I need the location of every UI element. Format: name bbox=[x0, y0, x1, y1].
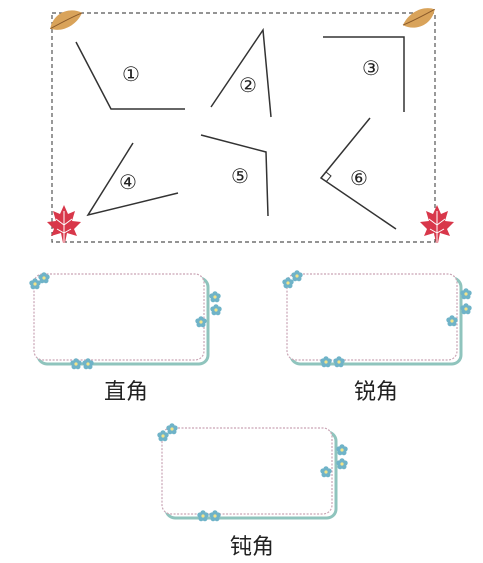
angle-5-lines bbox=[200, 134, 269, 217]
autumn-leaf-icon bbox=[400, 6, 438, 31]
flower-icon bbox=[210, 304, 222, 316]
answer-box-right-angle bbox=[33, 273, 210, 366]
flower-icon bbox=[166, 423, 178, 435]
angle-5-label: ⑤ bbox=[231, 164, 249, 188]
dashed-frame bbox=[51, 12, 436, 243]
angle-3-label: ③ bbox=[362, 56, 380, 80]
angle-1-label: ① bbox=[122, 62, 140, 86]
flower-icon bbox=[336, 444, 348, 456]
flower-icon bbox=[336, 458, 348, 470]
category-label-obtuse-angle: 钝角 bbox=[229, 535, 275, 560]
flower-icon bbox=[209, 291, 221, 303]
category-label-right-angle: 直角 bbox=[103, 380, 149, 405]
flower-icon bbox=[291, 270, 303, 282]
category-label-acute-angle: 锐角 bbox=[353, 380, 399, 405]
maple-leaf-icon bbox=[419, 204, 455, 248]
angle-6-right-angle-mark bbox=[325, 171, 332, 183]
angle-4-lines bbox=[86, 142, 179, 217]
answer-box-obtuse-angle bbox=[161, 427, 338, 520]
autumn-leaf-icon bbox=[47, 7, 85, 32]
angle-4-label: ④ bbox=[119, 170, 137, 194]
angle-6-lines bbox=[319, 117, 397, 230]
angle-2-label: ② bbox=[239, 73, 257, 97]
angle-2-lines bbox=[210, 27, 272, 118]
angle-1-lines bbox=[75, 41, 185, 110]
answer-box-acute-angle bbox=[286, 273, 463, 366]
angle-6-label: ⑥ bbox=[350, 166, 368, 190]
angle-3-lines bbox=[323, 36, 405, 112]
